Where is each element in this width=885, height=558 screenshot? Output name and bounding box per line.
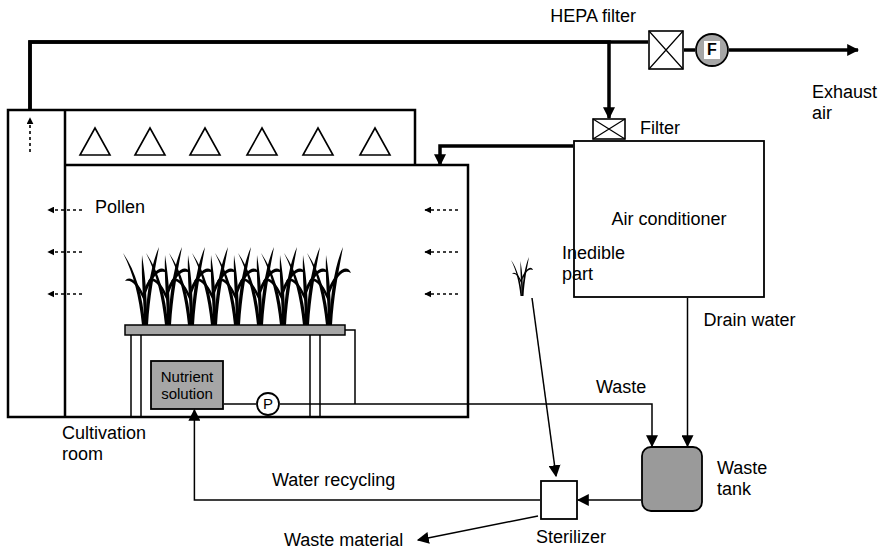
airflow-arrows (30, 118, 458, 294)
circle-outline (696, 34, 728, 66)
node-heading: Waste tank (717, 458, 777, 499)
table-leg (140, 335, 142, 417)
filter-cross (593, 119, 625, 139)
filter-cross (649, 31, 683, 69)
hepa-filter: HEPA filter (648, 30, 684, 70)
flow-connector (30, 42, 648, 110)
nutrient-tank: Nutrient solution (150, 360, 224, 410)
node-heading: HEPA filter (498, 6, 636, 27)
waste-tank: Waste tank (641, 446, 703, 512)
annotation-label: Exhaust air (812, 82, 878, 123)
leaf-icon (511, 257, 533, 296)
node-heading: Sterilizer (536, 527, 636, 548)
table-top (125, 325, 345, 335)
airflow-arrow (425, 251, 458, 253)
node-outline (8, 110, 468, 417)
annotation-label: Pollen (95, 197, 145, 218)
node-heading: Filter (640, 118, 710, 139)
node-text: Air conditioner (611, 209, 726, 230)
node-text: P (263, 395, 273, 412)
node-text: Nutrient solution (154, 368, 220, 403)
lamp (247, 128, 277, 155)
node-outline (540, 480, 578, 520)
lamp (303, 128, 333, 155)
lamp (80, 128, 110, 155)
airflow-arrow (425, 209, 458, 211)
waste-material-arrow (418, 516, 538, 540)
lamp (190, 128, 220, 155)
box-outline (541, 481, 577, 519)
inedible-arrow (532, 298, 556, 476)
flow-connector (440, 146, 573, 165)
connector-label: Water recycling (270, 470, 397, 491)
sterilizer: Sterilizer (540, 480, 578, 520)
inedible-part-icon (511, 257, 533, 296)
node-heading: Cultivation room (62, 423, 162, 464)
plants (123, 247, 351, 325)
flow-connector (224, 403, 256, 405)
annotation-label: Waste material (284, 530, 403, 551)
connector-label: Waste (594, 377, 648, 398)
box-outline (151, 361, 223, 409)
node-outline (592, 118, 626, 140)
flow-connector (194, 410, 540, 500)
flow-connector (687, 298, 689, 446)
box-outline (649, 31, 683, 69)
circle-outline (257, 393, 279, 415)
flow-connector (30, 42, 609, 118)
supply-pipe (345, 330, 355, 404)
airflow-arrow (29, 118, 31, 152)
plant (307, 247, 351, 325)
pump-symbol: P (256, 392, 280, 416)
box-outline (593, 119, 625, 139)
airflow-arrow (425, 293, 458, 295)
room-outline (8, 110, 468, 417)
exhaust-arrow (729, 48, 858, 52)
connector-label: Drain water (702, 310, 798, 331)
air-conditioner: Air conditioner (573, 140, 765, 298)
light-lamps (80, 128, 390, 155)
table-leg (130, 335, 132, 417)
tank-outline (642, 447, 702, 511)
flow-connector (578, 499, 641, 501)
node-text: F (704, 41, 720, 59)
node-outline (648, 30, 684, 70)
lamp (135, 128, 165, 155)
fan-symbol: F (695, 33, 729, 67)
node-outline (641, 446, 703, 512)
flow-connector (280, 404, 652, 446)
box-outline (574, 141, 764, 297)
cultivation-room: Cultivation roomNutrient solutionP (8, 110, 468, 417)
annotation-label: Inedible part (562, 243, 642, 284)
cultivation-table (125, 325, 355, 417)
flow-connector (684, 48, 695, 52)
filter-box: Filter (592, 118, 626, 140)
lamp (360, 128, 390, 155)
